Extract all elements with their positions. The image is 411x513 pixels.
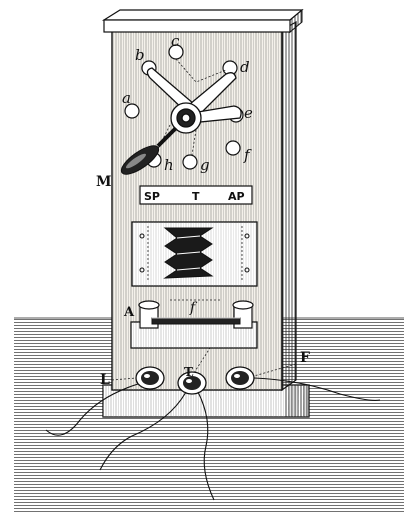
wire-earth-2 — [197, 391, 215, 501]
terminals: L T F — [100, 350, 310, 395]
label-h: h — [164, 156, 174, 174]
wire-earth-1 — [99, 391, 187, 471]
wire-line — [45, 383, 139, 436]
stud-labels: a b c d e f g h M — [96, 32, 253, 190]
plate-label-sp: SP — [144, 190, 160, 203]
switch-arm-right — [197, 105, 242, 123]
label-F: F — [300, 350, 310, 366]
label-T: T — [184, 365, 193, 379]
stud-a — [124, 103, 140, 119]
label-e: e — [244, 104, 253, 122]
cabinet-top-cap — [101, 8, 304, 34]
terminal-left — [135, 366, 165, 390]
stud-f — [225, 140, 241, 156]
plate-label-ap: AP — [228, 190, 245, 203]
plate-label-t: T — [192, 190, 200, 203]
indicator-plate: SP T AP — [139, 185, 253, 205]
rotary-switch — [146, 67, 242, 134]
wires — [45, 377, 381, 501]
label-a: a — [122, 89, 131, 107]
label-c: c — [171, 32, 180, 50]
label-M: M — [96, 174, 112, 190]
label-f: f — [243, 146, 252, 164]
wire-field — [253, 377, 381, 401]
label-A: A — [123, 305, 135, 320]
label-b: b — [135, 46, 145, 64]
arrester-plate — [131, 221, 258, 287]
label-L: L — [100, 372, 110, 388]
leader-lines — [111, 347, 297, 381]
label-f-key: f — [189, 300, 198, 316]
switch-arm-upper-left — [146, 67, 195, 113]
switch-arm-upper-right — [189, 72, 237, 115]
label-g: g — [200, 156, 210, 174]
key-assembly: A f — [123, 299, 258, 349]
switch-handle — [120, 126, 178, 175]
stud-g — [182, 154, 198, 170]
terminal-right — [225, 366, 255, 390]
terminal-center — [177, 371, 207, 395]
label-d: d — [240, 58, 250, 76]
